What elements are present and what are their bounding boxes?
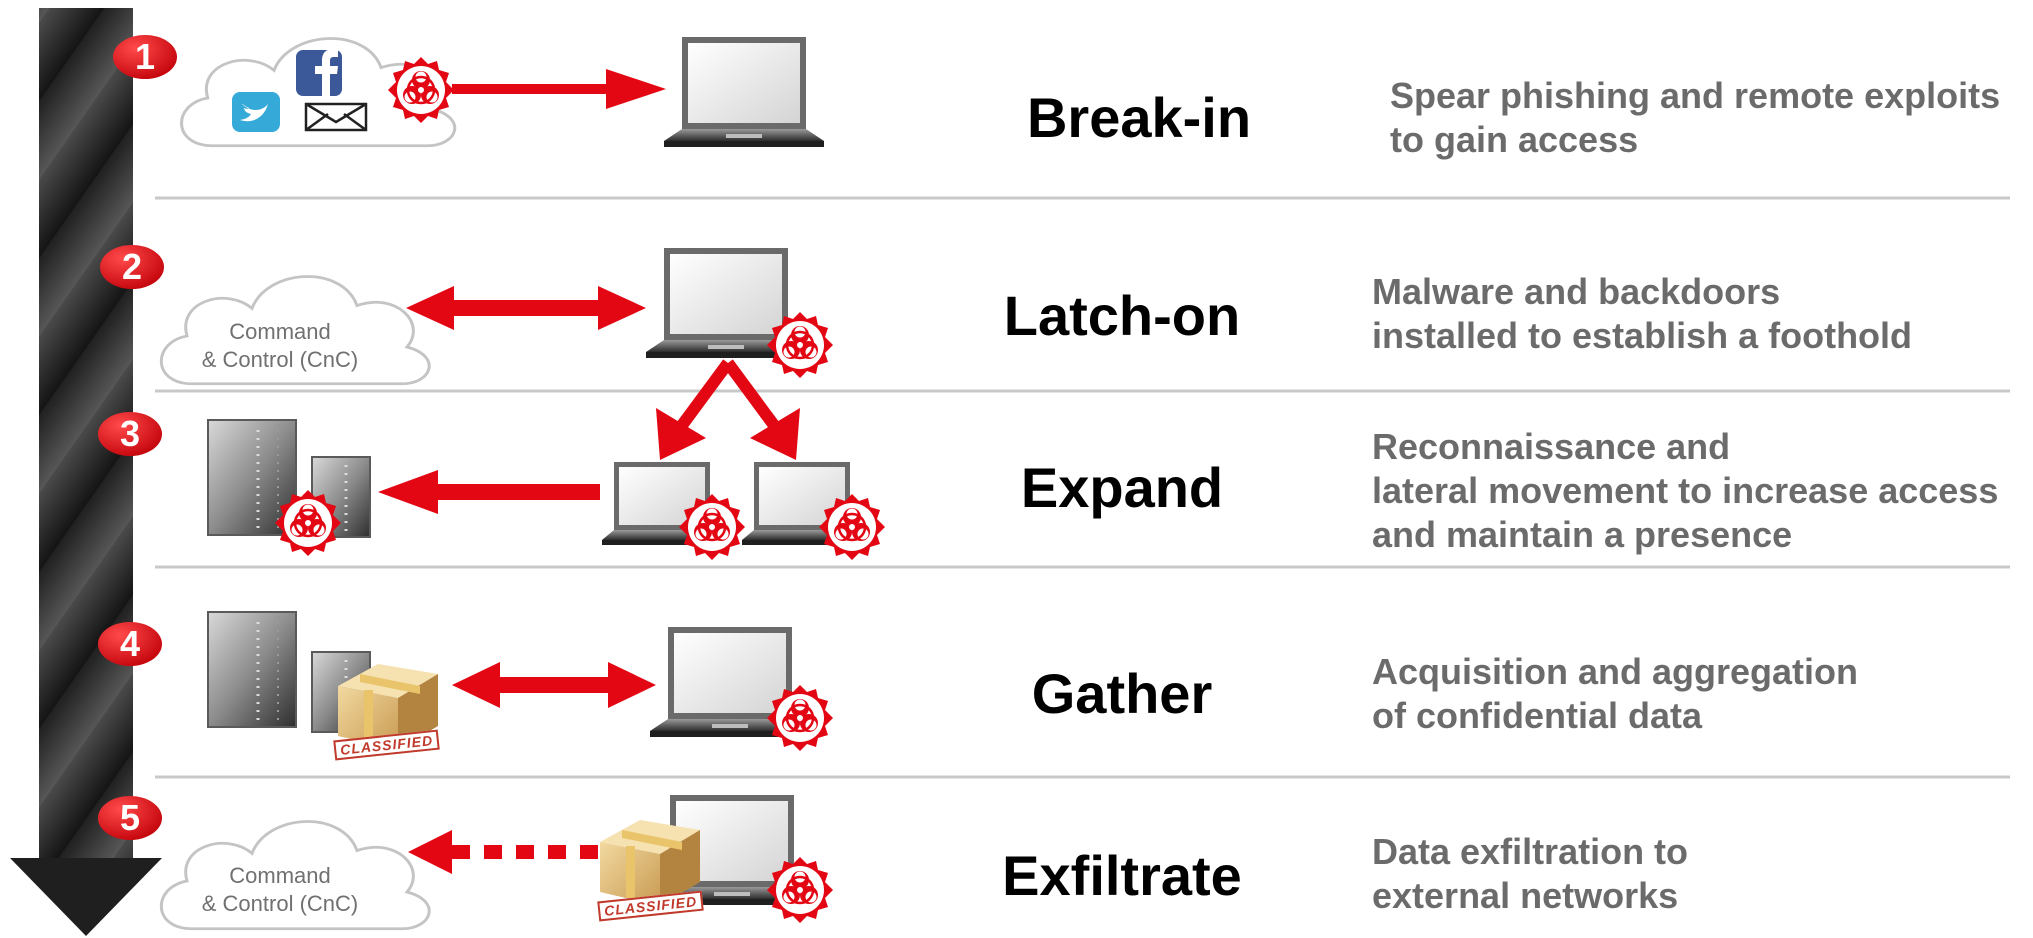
- cloud-label-line-1: Command: [229, 319, 331, 344]
- stage-description: Reconnaissance and lateral movement to i…: [1372, 425, 1998, 557]
- mail-icon: [304, 102, 368, 132]
- cloud-label-line-1: Command: [229, 863, 331, 888]
- cloud-label: Command & Control (CnC): [160, 862, 400, 918]
- cloud-label-line-2: & Control (CnC): [201, 891, 359, 916]
- description-line: of confidential data: [1372, 695, 1703, 736]
- description-line: and maintain a presence: [1372, 514, 1793, 555]
- description-line: to gain access: [1390, 119, 1639, 160]
- stage-title: Exfiltrate: [1002, 844, 1242, 907]
- stage-title: Expand: [1020, 456, 1224, 519]
- arrow-branch-right: [750, 408, 800, 460]
- description-line: Malware and backdoors: [1372, 271, 1781, 312]
- stage-description: Data exfiltration to external networks: [1372, 830, 1688, 918]
- arrow-bidirectional: [406, 286, 646, 330]
- cloud-label: Command & Control (CnC): [160, 318, 400, 374]
- description-line: external networks: [1372, 875, 1679, 916]
- stage-number: 1: [134, 36, 156, 77]
- twitter-icon: [232, 92, 280, 132]
- arrow-branch-left: [656, 408, 706, 460]
- description-line: Acquisition and aggregation: [1372, 651, 1859, 692]
- laptop-icon: [664, 37, 824, 147]
- stage-description: Malware and backdoors installed to estab…: [1372, 270, 1912, 358]
- stage-number: 4: [119, 623, 141, 664]
- description-line: Spear phishing and remote exploits: [1390, 75, 2001, 116]
- stage-title: Latch-on: [1003, 284, 1241, 347]
- description-line: installed to establish a foothold: [1372, 315, 1913, 356]
- stage-description: Acquisition and aggregation of confident…: [1372, 650, 1858, 738]
- stage-description: Spear phishing and remote exploits to ga…: [1390, 74, 2000, 162]
- stage-number: 5: [119, 797, 141, 838]
- arrow-bidirectional: [452, 662, 656, 708]
- stage-number: 2: [121, 246, 143, 287]
- stage-title: Break-in: [1026, 86, 1252, 149]
- server-icon: [206, 610, 298, 729]
- row-dividers: [155, 196, 2010, 779]
- arrow-left: [378, 470, 600, 514]
- cloud-label-line-2: & Control (CnC): [201, 347, 359, 372]
- description-line: Reconnaissance and: [1372, 426, 1731, 467]
- description-line: Data exfiltration to: [1372, 831, 1689, 872]
- facebook-icon: [296, 49, 342, 96]
- number-badges: [98, 35, 177, 840]
- stage-title: Gather: [1031, 662, 1213, 725]
- description-line: lateral movement to increase access: [1372, 470, 1999, 511]
- stage-number: 3: [119, 413, 141, 454]
